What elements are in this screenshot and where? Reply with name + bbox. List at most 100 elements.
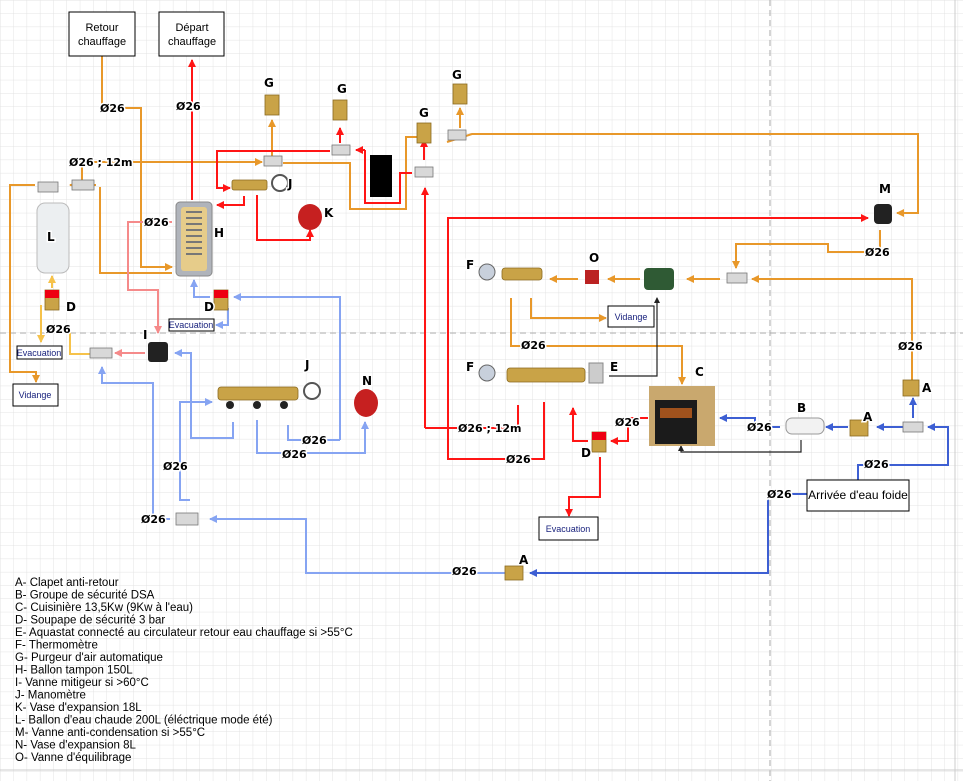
pipe-label: Ø26 bbox=[141, 513, 166, 526]
relief-valves-D bbox=[44, 289, 607, 453]
pipe-label: Ø26 bbox=[864, 458, 889, 471]
svg-text:chauffage: chauffage bbox=[78, 36, 126, 48]
expansion-vessel-K bbox=[298, 204, 322, 230]
pipe-label: Ø26 bbox=[767, 488, 792, 501]
component-letter: F bbox=[466, 258, 474, 272]
circulator-pump bbox=[644, 268, 674, 290]
legend-item: G- Purgeur d'air automatique bbox=[15, 652, 163, 664]
component-letter: E bbox=[610, 360, 618, 374]
component-letters: G G G G J K L H D D I J N F O M F E C B … bbox=[46, 67, 934, 569]
box-vidange-left: Vidange bbox=[12, 383, 59, 407]
legend-item: J- Manomètre bbox=[15, 690, 86, 702]
svg-text:Evacuation: Evacuation bbox=[546, 524, 591, 534]
box-evacuation-bottom: Evacuation bbox=[538, 516, 599, 541]
svg-text:Vidange: Vidange bbox=[19, 390, 52, 400]
mixing-valve-I bbox=[148, 342, 168, 362]
component-letter: L bbox=[47, 230, 55, 244]
tee-valve bbox=[331, 144, 351, 156]
aquastat-wire bbox=[609, 297, 660, 377]
safety-group-B bbox=[785, 417, 825, 435]
tee-valve bbox=[726, 272, 748, 284]
check-valves-A bbox=[504, 379, 920, 581]
cold-water-pipes bbox=[529, 397, 949, 577]
legend-item: C- Cuisinière 13,5Kw (9Kw à l'eau) bbox=[15, 602, 193, 614]
balancing-valve-O bbox=[585, 270, 599, 284]
box-depart-chauffage: Départ chauffage bbox=[158, 11, 225, 57]
pipe-label: Ø26 bbox=[615, 416, 640, 429]
ball-valve bbox=[175, 512, 199, 526]
component-letter: I bbox=[143, 328, 147, 342]
svg-text:Arrivée d'eau foide: Arrivée d'eau foide bbox=[808, 488, 908, 502]
box-arrivee-eau-froide: Arrivée d'eau foide bbox=[806, 479, 910, 512]
component-letter: C bbox=[695, 365, 704, 379]
svg-text:Vidange: Vidange bbox=[615, 312, 648, 322]
manifold-lower-F bbox=[478, 362, 604, 384]
pipe-label: Ø26 bbox=[176, 100, 201, 113]
component-letter: A bbox=[922, 381, 932, 395]
box-vidange-right: Vidange bbox=[607, 305, 655, 328]
pipe-label: Ø26 bbox=[144, 216, 169, 229]
legend-item: K- Vase d'expansion 18L bbox=[15, 702, 142, 714]
legend-item: H- Ballon tampon 150L bbox=[15, 665, 133, 677]
sanitary-cold-pipes bbox=[98, 279, 520, 574]
tee-valve bbox=[263, 155, 283, 167]
pipe-label: Ø26 ; 12m bbox=[69, 156, 133, 169]
manifold-J bbox=[217, 382, 321, 409]
component-letter: F bbox=[466, 360, 474, 374]
legend-item: B- Groupe de sécurité DSA bbox=[15, 590, 155, 602]
component-letter: D bbox=[581, 446, 591, 460]
relief-pipes bbox=[37, 275, 90, 355]
component-letter: D bbox=[66, 300, 76, 314]
legend: A- Clapet anti-retour B- Groupe de sécur… bbox=[15, 577, 353, 764]
component-letter: M bbox=[879, 182, 891, 196]
legend-item: M- Vanne anti-condensation si >55°C bbox=[15, 727, 205, 739]
legend-item: E- Aquastat connecté au circulateur reto… bbox=[15, 627, 353, 639]
box-evacuation-left: Evacuation bbox=[16, 345, 63, 360]
component-letter: G bbox=[337, 82, 347, 96]
sanitary-hot-pipes bbox=[114, 221, 172, 357]
pipe-label: Ø26 bbox=[865, 246, 890, 259]
buffer-tank-H bbox=[175, 201, 213, 277]
air-vents-G bbox=[264, 83, 468, 144]
manifold-upper-F bbox=[478, 263, 543, 281]
ball-valve bbox=[37, 181, 59, 193]
manifold-top bbox=[231, 179, 268, 191]
pipe-label: Ø26 bbox=[100, 102, 125, 115]
pipe-labels: Ø26 Ø26 Ø26 ; 12m Ø26 Ø26 Ø26 Ø26 Ø26 Ø2… bbox=[45, 99, 925, 580]
pipe-label: Ø26 bbox=[302, 434, 327, 447]
legend-item: F- Thermomètre bbox=[15, 640, 98, 652]
component-letter: O bbox=[589, 251, 599, 265]
tee-valve bbox=[89, 347, 113, 359]
tee-valve bbox=[414, 166, 434, 178]
radiator-block bbox=[370, 155, 392, 197]
svg-text:Retour: Retour bbox=[85, 22, 118, 34]
component-letter: A bbox=[519, 553, 529, 567]
component-letter: K bbox=[324, 206, 334, 220]
expansion-vessel-N bbox=[354, 389, 378, 417]
svg-text:Evacuation: Evacuation bbox=[17, 348, 62, 358]
dsa-drain-line bbox=[678, 440, 802, 453]
legend-item: I- Vanne mitigeur si >60°C bbox=[15, 677, 149, 689]
component-letter: D bbox=[204, 300, 214, 314]
tee-valve bbox=[902, 421, 924, 433]
boiler-tank-L bbox=[36, 202, 70, 274]
legend-item: N- Vase d'expansion 8L bbox=[15, 740, 136, 752]
anticondensation-valve-M bbox=[874, 204, 892, 224]
component-letter: G bbox=[419, 106, 429, 120]
legend-item: D- Soupape de sécurité 3 bar bbox=[15, 615, 165, 627]
hot-pipes bbox=[188, 59, 869, 517]
pipe-label: Ø26 ; 12m bbox=[458, 422, 522, 435]
pipe-label: Ø26 bbox=[282, 448, 307, 461]
box-evacuation-mid: Evacuation bbox=[168, 318, 215, 332]
component-letter: N bbox=[362, 374, 372, 388]
legend-item: A- Clapet anti-retour bbox=[15, 577, 119, 589]
component-letter: H bbox=[214, 226, 224, 240]
component-letter: A bbox=[863, 410, 873, 424]
pipe-label: Ø26 bbox=[46, 323, 71, 336]
pipe-label: Ø26 bbox=[747, 421, 772, 434]
svg-text:chauffage: chauffage bbox=[168, 36, 216, 48]
pipe-label: Ø26 bbox=[521, 339, 546, 352]
component-letter: G bbox=[452, 68, 462, 82]
